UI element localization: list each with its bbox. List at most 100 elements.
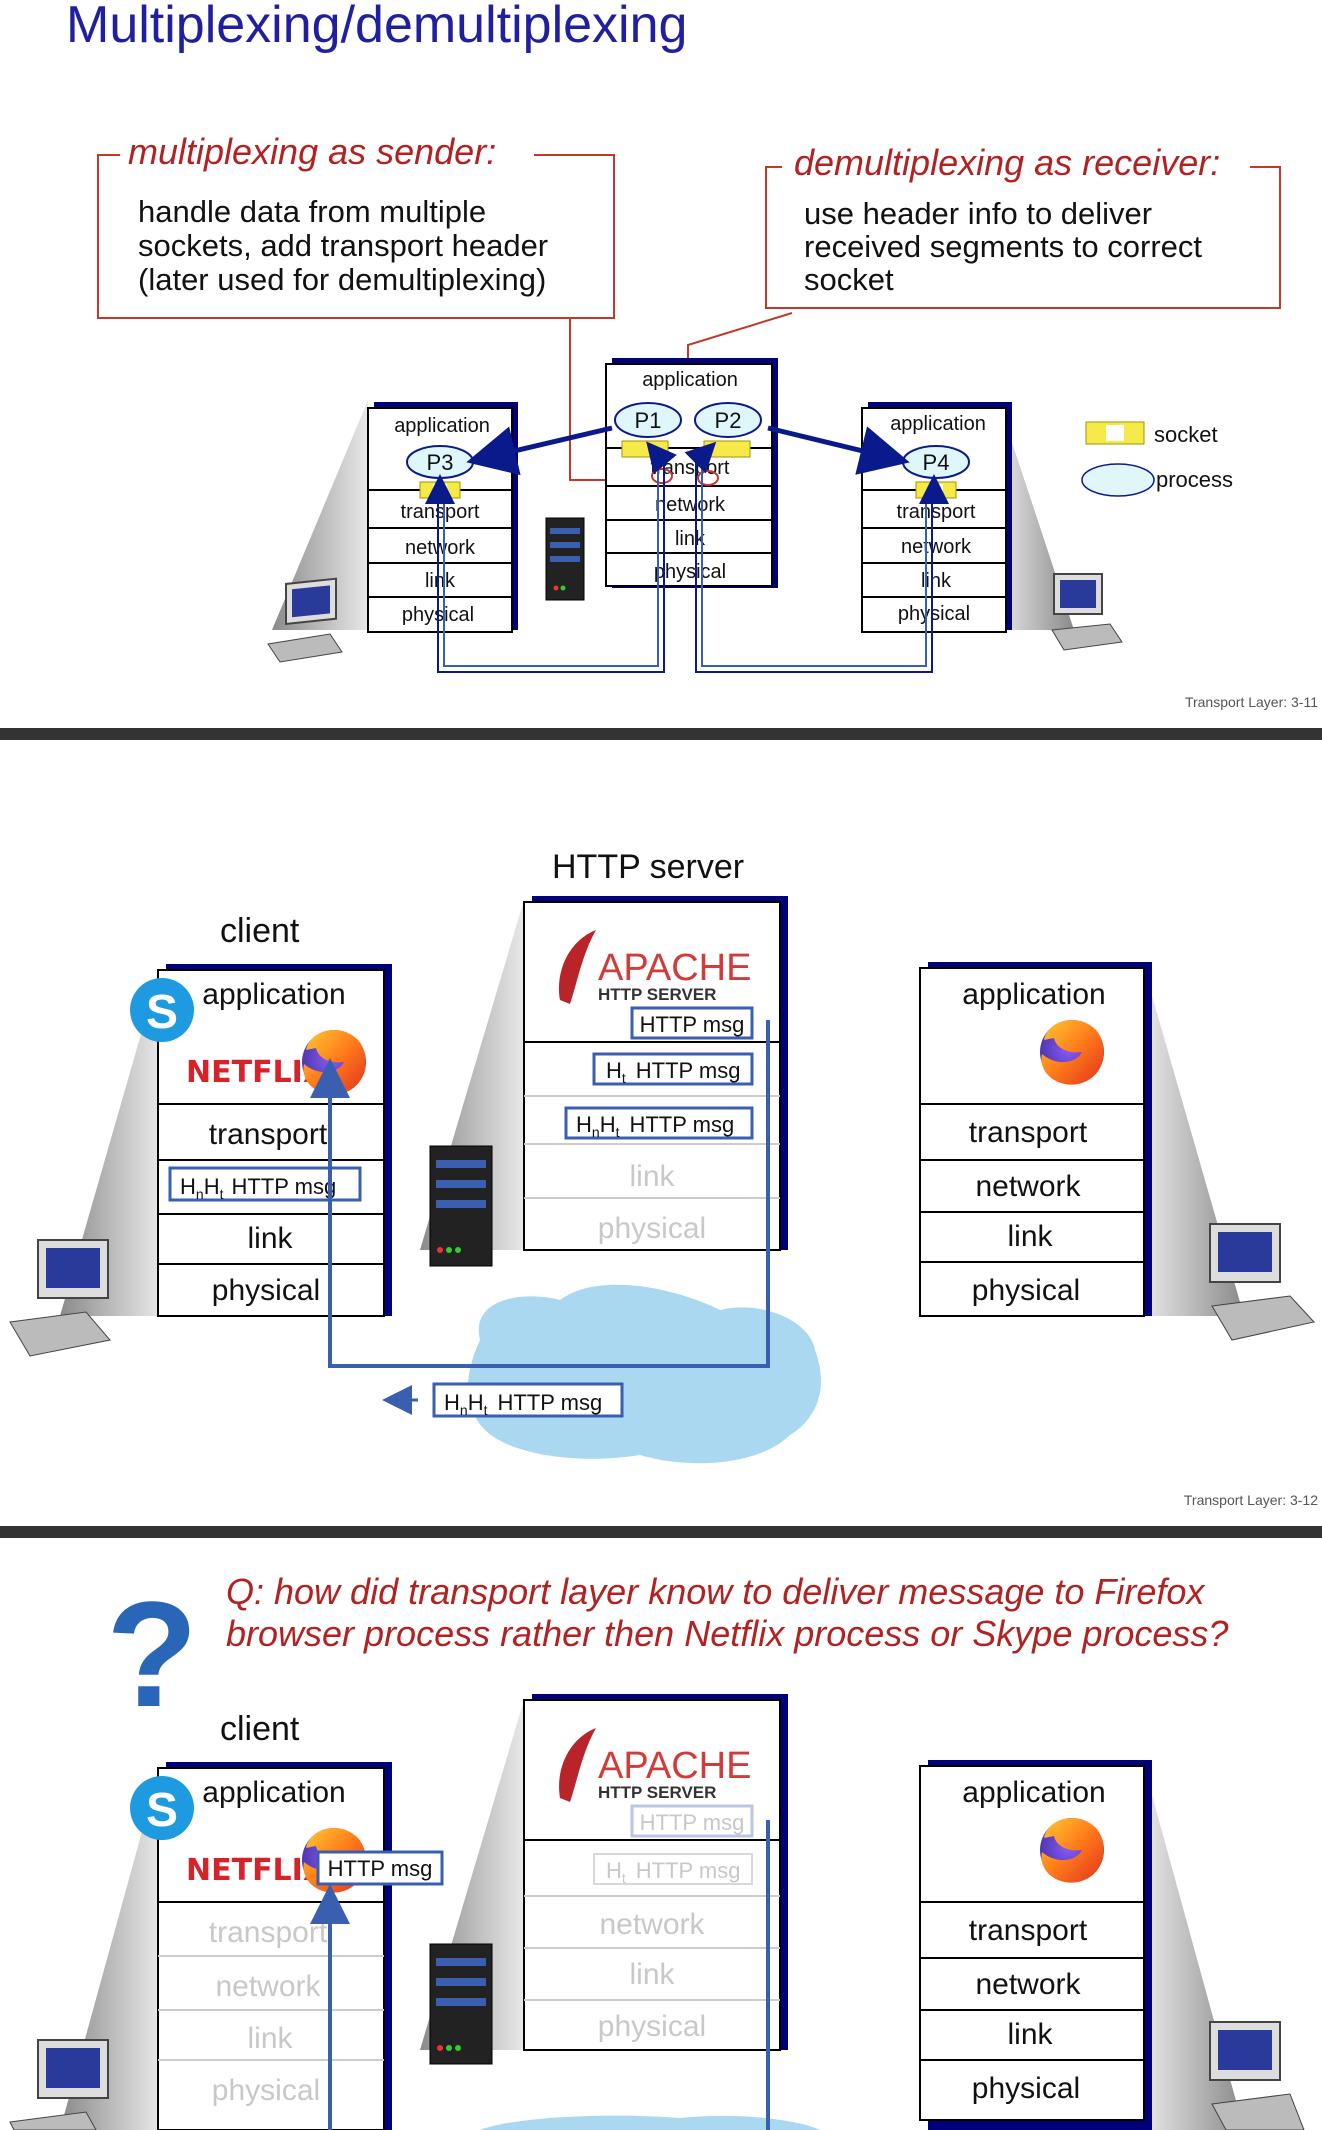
client-stack-3: application transport network link physi… (157, 1762, 392, 2130)
slide1-title: Multiplexing/demultiplexing (66, 0, 687, 54)
path-left (437, 452, 665, 673)
network-cloud-2 (467, 1284, 821, 1464)
right3-layer-network: network (975, 1968, 1081, 2001)
network-cloud-3 (480, 2115, 820, 2130)
receiver-box: demultiplexing as receiver: use header i… (765, 142, 1281, 309)
slide-divider-2 (0, 1526, 1322, 1538)
right2-layer-application: application (962, 978, 1105, 1011)
apache-sub-3: HTTP SERVER (598, 1783, 716, 1802)
left-layer-application: application (394, 415, 490, 437)
computer-left-2 (9, 1239, 111, 1357)
sender-line-1: handle data from multiple (138, 194, 486, 229)
question-line-2: browser process rather then Netflix proc… (226, 1613, 1228, 1654)
client3-msg-http: HTTP msg (316, 1850, 444, 1886)
slide2-message-path (310, 1020, 770, 1368)
server-msg-http (630, 1006, 754, 1040)
client-stack-2: application transport link physical NETF… (157, 964, 392, 1317)
right-layer-transport: transport (897, 501, 976, 523)
computer-right-1 (1051, 573, 1123, 651)
middle-stack-body (605, 363, 773, 587)
receiver-box-border (765, 166, 1281, 309)
sender-line-3: (later used for demultiplexing) (138, 262, 546, 297)
client-layer-transport: transport (209, 1118, 328, 1151)
right2-stack-body (919, 967, 1145, 1317)
apache-name-2: APACHE (598, 947, 751, 989)
right2-layer-link: link (1007, 1220, 1053, 1253)
arrow-p2-to-p4 (767, 425, 910, 475)
client3-layer-application: application (202, 1776, 345, 1809)
middle-stack-1: application P1 P2 transport network link… (605, 358, 778, 588)
right-layer-application: application (890, 413, 986, 435)
firefox-icon-right-3 (1040, 1817, 1104, 1883)
client-stack-body (157, 969, 385, 1317)
socket-mid-1 (621, 440, 669, 458)
legend-1: socket process (1081, 421, 1233, 497)
question-line-1: Q: how did transport layer know to deliv… (226, 1571, 1206, 1612)
process-p1 (614, 402, 682, 438)
server-msg-ht (592, 1052, 754, 1086)
client3-layer-network: network (215, 1970, 321, 2003)
slide-2: HTTP server client application transport… (9, 848, 1318, 1508)
right-layer-network: network (901, 536, 972, 558)
client-layer-physical: physical (212, 1274, 320, 1307)
client-layer-application: application (202, 978, 345, 1011)
right3-layer-application: application (962, 1776, 1105, 1809)
cone-left-1 (272, 400, 368, 630)
slide2-server-title: HTTP server (552, 848, 744, 886)
receiver-line-2: received segments to correct (804, 229, 1202, 264)
arrow-p1-to-p3 (466, 425, 613, 476)
firefox-icon-right-2 (1040, 1019, 1104, 1085)
right3-layer-physical: physical (972, 2072, 1080, 2105)
slide-1: Multiplexing/demultiplexing multiplexing… (66, 0, 1318, 710)
right2-layer-physical: physical (972, 1274, 1080, 1307)
svg-text:S: S (146, 1784, 178, 1837)
svg-text:S: S (146, 986, 178, 1039)
right-stack-3: application transport network link physi… (919, 1760, 1152, 2130)
server-msg-hnht (564, 1106, 754, 1140)
middle-layer-physical: physical (654, 561, 726, 583)
cone-right-1 (998, 400, 1074, 630)
cone-left-2 (60, 968, 160, 1316)
apache-name-3: APACHE (598, 1745, 751, 1787)
client3-layer-transport: transport (209, 1916, 328, 1949)
sender-box-border (97, 154, 615, 319)
skype-icon: S (130, 978, 194, 1042)
sender-line-2: sockets, add transport header (138, 228, 548, 263)
slide1-footer: Transport Layer: 3-11 (1185, 694, 1318, 710)
left-layer-link: link (425, 570, 456, 592)
right3-layer-transport: transport (969, 1914, 1088, 1947)
svg-text:HTTP msg: HTTP msg (640, 1810, 745, 1835)
legend-process-label: process (1156, 467, 1233, 492)
svg-text:HTTP msg: HTTP msg (328, 1856, 433, 1881)
right-layer-physical: physical (898, 603, 970, 625)
server3-msg-http-faded (630, 1804, 754, 1838)
slide2-client-title: client (220, 912, 300, 950)
apache-sub-2: HTTP SERVER (598, 985, 716, 1004)
server-1 (545, 517, 585, 601)
middle-layer-network: network (655, 494, 726, 516)
right2-layer-network: network (975, 1170, 1081, 1203)
sender-heading: multiplexing as sender: (128, 131, 496, 172)
left-layer-network: network (405, 537, 476, 559)
server3-layer-physical: physical (598, 2010, 706, 2043)
client3-layer-physical: physical (212, 2074, 320, 2107)
computer-left-1 (267, 577, 343, 663)
sender-box: multiplexing as sender: handle data from… (97, 131, 615, 319)
left-layer-transport: transport (401, 501, 480, 523)
right2-layer-transport: transport (969, 1116, 1088, 1149)
computer-right-2 (1209, 1223, 1315, 1341)
process-p4-label: P4 (923, 450, 950, 475)
legend-process-swatch (1081, 463, 1155, 497)
server3-layer-link: link (629, 1958, 675, 1991)
server-3 (429, 1943, 493, 2065)
computer-right-3 (1209, 2021, 1305, 2130)
client3-stack-body (157, 1767, 385, 2130)
server3-msg-ht-faded (593, 1853, 753, 1885)
right3-layer-link: link (1007, 2018, 1053, 2051)
